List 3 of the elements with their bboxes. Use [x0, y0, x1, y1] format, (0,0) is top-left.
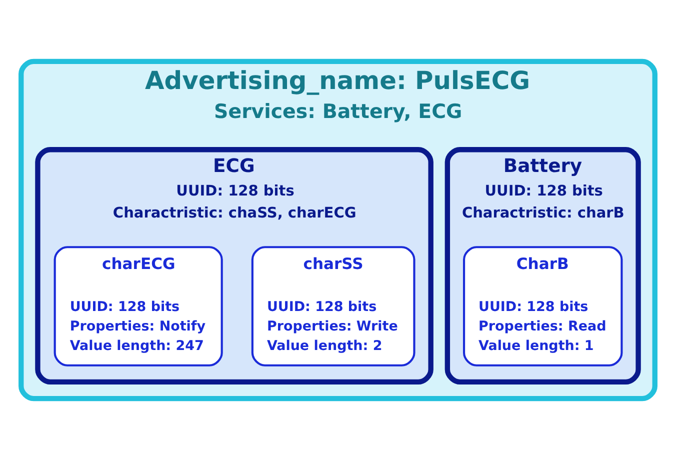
node-box: charECG UUID: 128 bits Properties: Notify Value length: 247 — [54, 246, 223, 366]
node-box: charSS UUID: 128 bits Properties: Write Value length: 2 — [251, 246, 416, 366]
node-box: CharB UUID: 128 bits Properties: Read Value length: 1 — [462, 246, 623, 366]
